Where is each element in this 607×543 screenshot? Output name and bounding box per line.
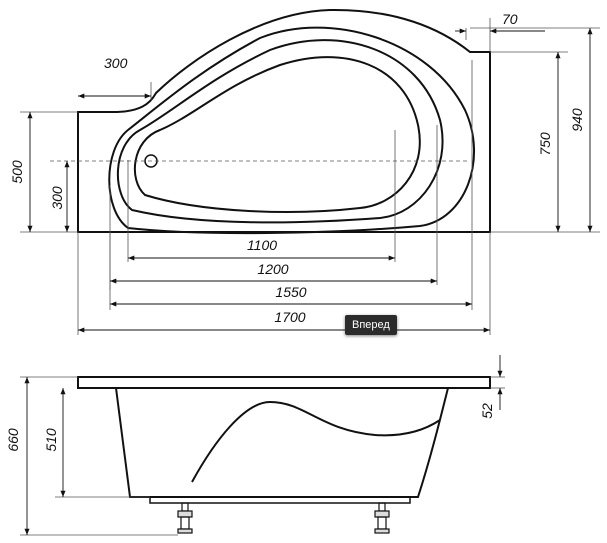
- dim-label-1200: 1200: [257, 261, 288, 277]
- dim-label-750: 750: [537, 132, 553, 156]
- dim-label-500: 500: [9, 160, 25, 184]
- dim-label-1550: 1550: [275, 284, 306, 300]
- top-contour-2: [116, 39, 444, 224]
- dim-label-300-top: 300: [104, 55, 128, 71]
- dim-label-510: 510: [43, 428, 59, 452]
- side-body: [115, 387, 449, 498]
- side-base: [149, 496, 411, 504]
- forward-tooltip[interactable]: Вперед: [345, 315, 397, 335]
- top-outer-rim: [77, 8, 491, 233]
- dim-label-1700: 1700: [274, 309, 305, 325]
- side-guides: [20, 376, 505, 536]
- side-leg-right: [374, 502, 390, 534]
- side-dimensions: [24, 355, 503, 535]
- side-rim: [77, 376, 491, 389]
- side-wave: [191, 400, 441, 483]
- dim-label-940: 940: [569, 108, 585, 132]
- dim-label-52: 52: [479, 403, 495, 419]
- top-contour-3: [133, 56, 421, 213]
- dim-label-1100: 1100: [247, 237, 277, 253]
- dim-label-300-drain: 300: [49, 186, 65, 210]
- side-view: [20, 355, 505, 536]
- dim-label-70: 70: [502, 11, 518, 27]
- top-dimensions: [27, 27, 593, 333]
- top-contour-1: [108, 26, 475, 235]
- side-leg-left: [177, 502, 193, 534]
- dim-label-660: 660: [5, 428, 21, 452]
- top-view: [20, 8, 600, 335]
